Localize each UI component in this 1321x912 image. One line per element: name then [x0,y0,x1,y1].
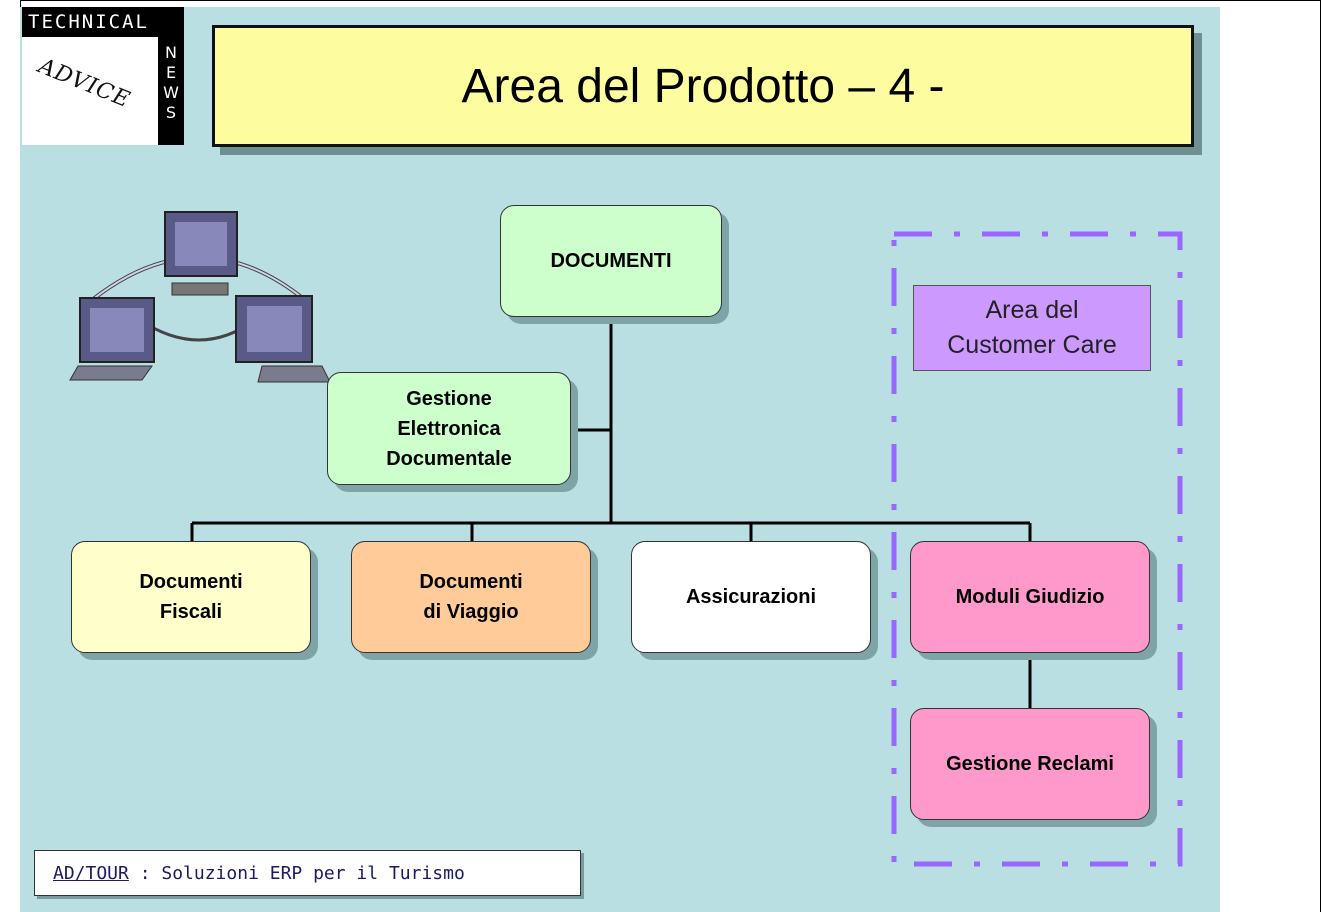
node-documenti-di-viaggio: Documenti di Viaggio [351,541,591,653]
logo-side-text: N E W S [158,37,184,145]
logo-top-text: TECHNICAL [22,7,184,37]
footer-text: : Soluzioni ERP per il Turismo [128,862,465,884]
node-gestione-reclami: Gestione Reclami [910,708,1150,820]
footer-brand-link[interactable]: AD/TOUR [53,862,129,884]
node-gestione-elettronica-documentale: Gestione Elettronica Documentale [327,372,571,485]
page-title: Area del Prodotto – 4 - [461,59,945,113]
node-documenti: DOCUMENTI [500,205,722,317]
org-chart-connectors [190,317,1032,708]
footer-caption: AD/TOUR : Soluzioni ERP per il Turismo [34,850,581,896]
customer-care-area-label: Area del Customer Care [913,285,1151,371]
network-computers-icon [69,211,331,383]
technical-advice-news-logo: TECHNICAL N E W S ADVICE [22,7,184,145]
title-banner: Area del Prodotto – 4 - [212,25,1194,147]
node-assicurazioni: Assicurazioni [631,541,871,653]
node-moduli-giudizio: Moduli Giudizio [910,541,1150,653]
customer-care-area-border [891,231,1183,867]
node-documenti-fiscali: Documenti Fiscali [71,541,311,653]
